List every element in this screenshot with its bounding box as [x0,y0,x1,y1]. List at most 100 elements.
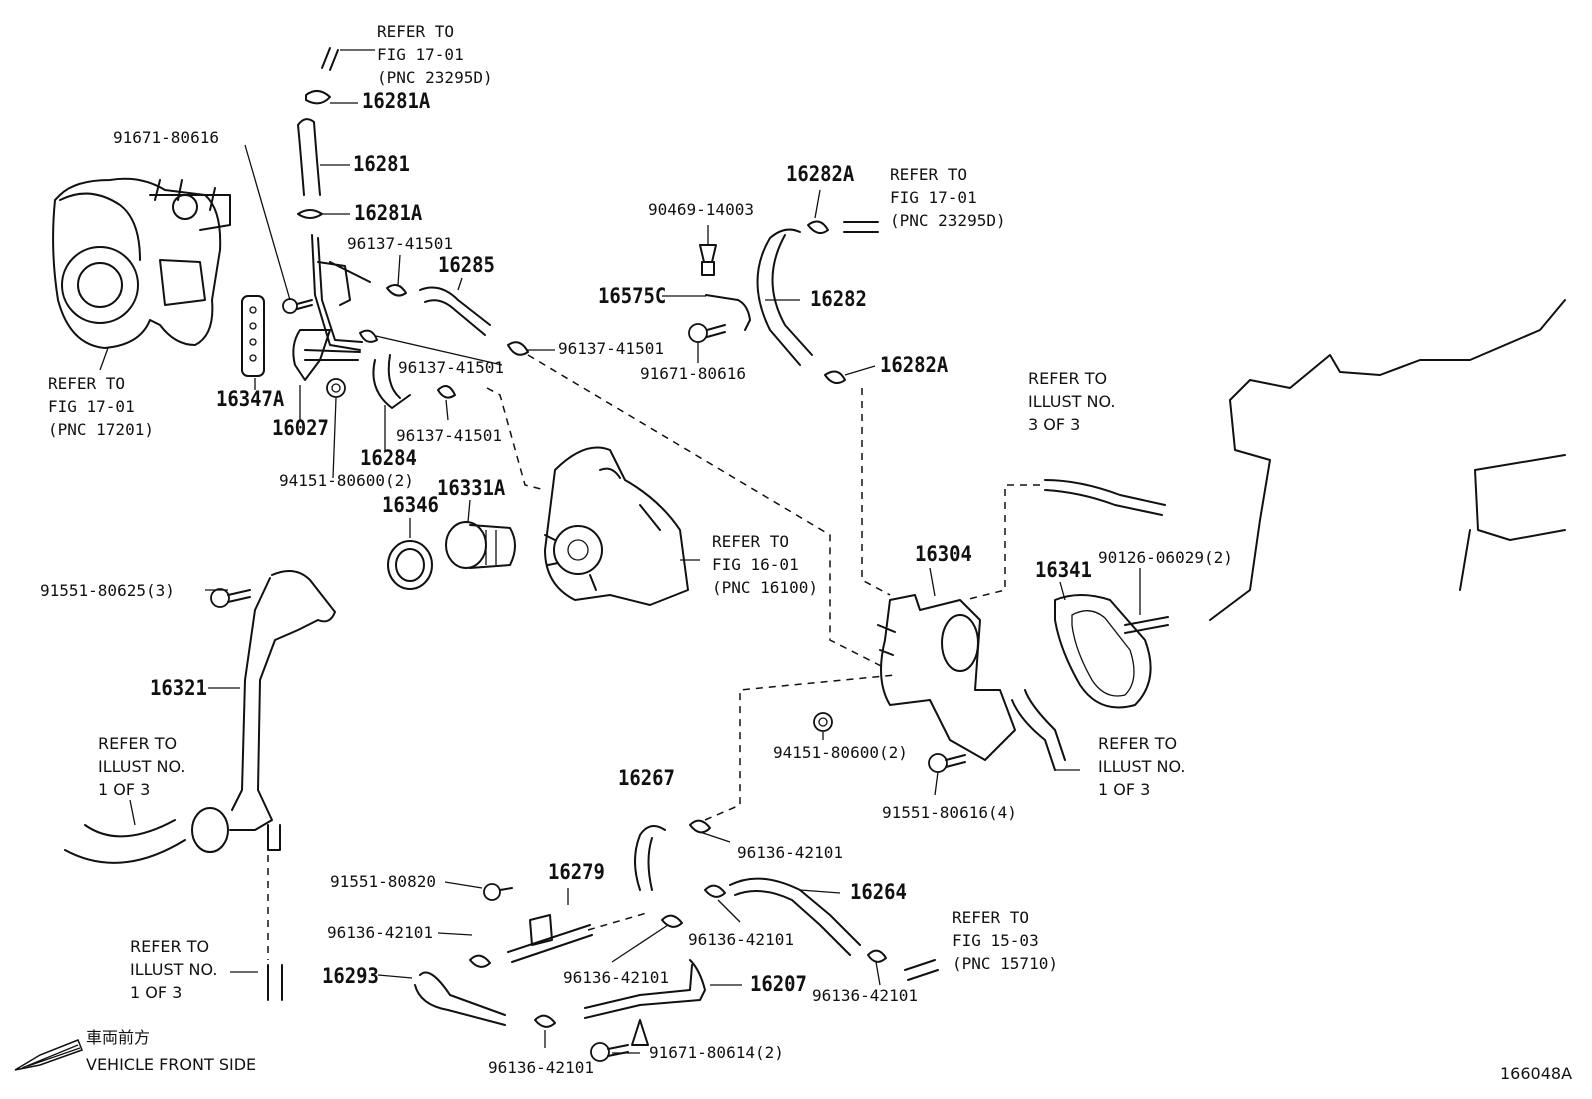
hose-16281-a [321,47,339,71]
part-91671-80616-b[interactable]: 91671-80616 [640,364,746,383]
part-96137-41501-a[interactable]: 96137-41501 [347,234,453,253]
clamp-16281A-b [297,209,323,219]
clamp-96136-d [867,949,887,963]
part-91671-80616-top[interactable]: 91671-80616 [113,128,219,147]
hose-16293 [414,971,506,1026]
part-16304[interactable]: 16304 [915,542,972,566]
refer-illust-1-of-3-right: REFER TO ILLUST NO. 1 OF 3 [1098,734,1186,799]
part-96136-42101-c[interactable]: 96136-42101 [688,930,794,949]
part-96137-41501-b[interactable]: 96137-41501 [558,339,664,358]
part-16281[interactable]: 16281 [353,152,410,176]
nut-94151-80600-a [326,378,346,398]
hose-16284 [372,354,411,409]
clamp-96137-d [437,385,456,399]
water-inlet-16304 [877,594,1016,761]
front-note: VEHICLE FRONT SIDE [86,1055,257,1074]
gasket-16341 [1054,594,1152,709]
part-16285[interactable]: 16285 [438,253,495,277]
part-16321[interactable]: 16321 [150,676,207,700]
gasket-16346 [387,540,433,590]
pipe-refer-17-01 [843,221,879,233]
hose-refer-1of3-bottom [267,964,283,1001]
part-96136-42101-b[interactable]: 96136-42101 [327,923,433,942]
part-16207[interactable]: 16207 [750,972,807,996]
part-16575C[interactable]: 16575C [598,284,667,308]
clamp-96136-c [661,914,683,928]
refer-fig-17-01-right: REFER TO FIG 17-01 (PNC 23295D) [890,165,1006,230]
stud-90126-06029 [1124,616,1169,634]
part-96137-41501-d[interactable]: 96137-41501 [396,426,502,445]
clip-90469-14003 [699,244,717,276]
thermostat-16331A [445,521,516,569]
clamp-16282A-a [807,220,829,235]
part-16341[interactable]: 16341 [1035,558,1092,582]
refer-illust-3-of-3: REFER TO ILLUST NO. 3 OF 3 [1028,369,1116,434]
bolt-91551-80820 [483,883,513,901]
vehicle-front-arrow-icon [14,1039,83,1071]
refer-illust-1-of-3-left: REFER TO ILLUST NO. 1 OF 3 [98,734,186,799]
pipe-refer-15-03 [904,959,939,981]
leader-lines [129,49,1141,1054]
part-16331A[interactable]: 16331A [437,476,506,500]
part-16282A-bottom[interactable]: 16282A [880,353,949,377]
front-note-japanese: 車両前方 [86,1028,151,1047]
part-91551-80820[interactable]: 91551-80820 [330,872,436,891]
part-16281A-bottom[interactable]: 16281A [354,201,423,225]
connection-dashed-lines [267,354,1040,960]
clamp-96137-b [359,329,378,343]
part-91551-80616[interactable]: 91551-80616(4) [882,803,1017,822]
refer-fig-17-01-top: REFER TO FIG 17-01 (PNC 23295D) [377,22,493,87]
turbocharger-drawing [52,177,231,371]
clamp-96136-b [704,884,726,898]
bolt-91671-80616-b [688,323,726,343]
clamp-16281A-a [305,90,331,105]
water-pipe-16321 [191,570,336,853]
part-96136-42101-e[interactable]: 96136-42101 [812,986,918,1005]
clamp-16282A-b [824,370,846,385]
part-16281A-top[interactable]: 16281A [362,89,431,113]
part-96136-42101-a[interactable]: 96136-42101 [737,843,843,862]
hose-16264 [729,877,861,956]
illustration-number: 166048A [1500,1064,1573,1083]
part-96136-42101-f[interactable]: 96136-42101 [488,1058,594,1077]
part-16279[interactable]: 16279 [548,860,605,884]
part-94151-80600-b[interactable]: 94151-80600(2) [773,743,908,762]
refer-illust-1-of-3-bottom: REFER TO ILLUST NO. 1 OF 3 [130,937,218,1002]
part-90469-14003[interactable]: 90469-14003 [648,200,754,219]
bolt-91551-80625 [210,588,251,608]
clamp-96137-a [386,283,407,297]
water-pump-drawing [544,446,689,606]
part-16264[interactable]: 16264 [850,880,907,904]
hose-16267 [634,825,666,891]
bolt-91551-80616 [928,753,966,773]
part-90126-06029[interactable]: 90126-06029(2) [1098,548,1233,567]
part-91551-80625[interactable]: 91551-80625(3) [40,581,175,600]
part-16282A-top[interactable]: 16282A [786,162,855,186]
pipe-bracket-16027 [292,234,371,381]
hose-refer-1of3-left [64,819,186,864]
clamp-96136-f [534,1014,556,1028]
part-94151-80600-a[interactable]: 94151-80600(2) [279,471,414,490]
hose-refer-3of3 [1044,479,1166,516]
part-16346[interactable]: 16346 [382,493,439,517]
part-16347A[interactable]: 16347A [216,387,285,411]
part-16282[interactable]: 16282 [810,287,867,311]
part-16284[interactable]: 16284 [360,446,417,470]
refer-fig-15-03: REFER TO FIG 15-03 (PNC 15710) [952,908,1058,973]
refer-fig-17-01-left: REFER TO FIG 17-01 (PNC 17201) [48,374,154,439]
part-16027[interactable]: 16027 [272,416,329,440]
part-96136-42101-d[interactable]: 96136-42101 [563,968,669,987]
part-16267[interactable]: 16267 [618,766,675,790]
part-96137-41501-c[interactable]: 96137-41501 [398,358,504,377]
engine-block-outline [1209,299,1566,621]
gasket-16347A [241,295,265,377]
part-91671-80614[interactable]: 91671-80614(2) [649,1043,784,1062]
pipe-16279 [507,914,593,963]
bolt-91671-80616-a [282,298,313,314]
hose-refer-1of3-right [1011,689,1066,771]
hose-16285 [419,286,491,336]
part-16293[interactable]: 16293 [322,964,379,988]
clamp-96136-e [469,954,491,968]
bracket-16575C [705,294,751,331]
